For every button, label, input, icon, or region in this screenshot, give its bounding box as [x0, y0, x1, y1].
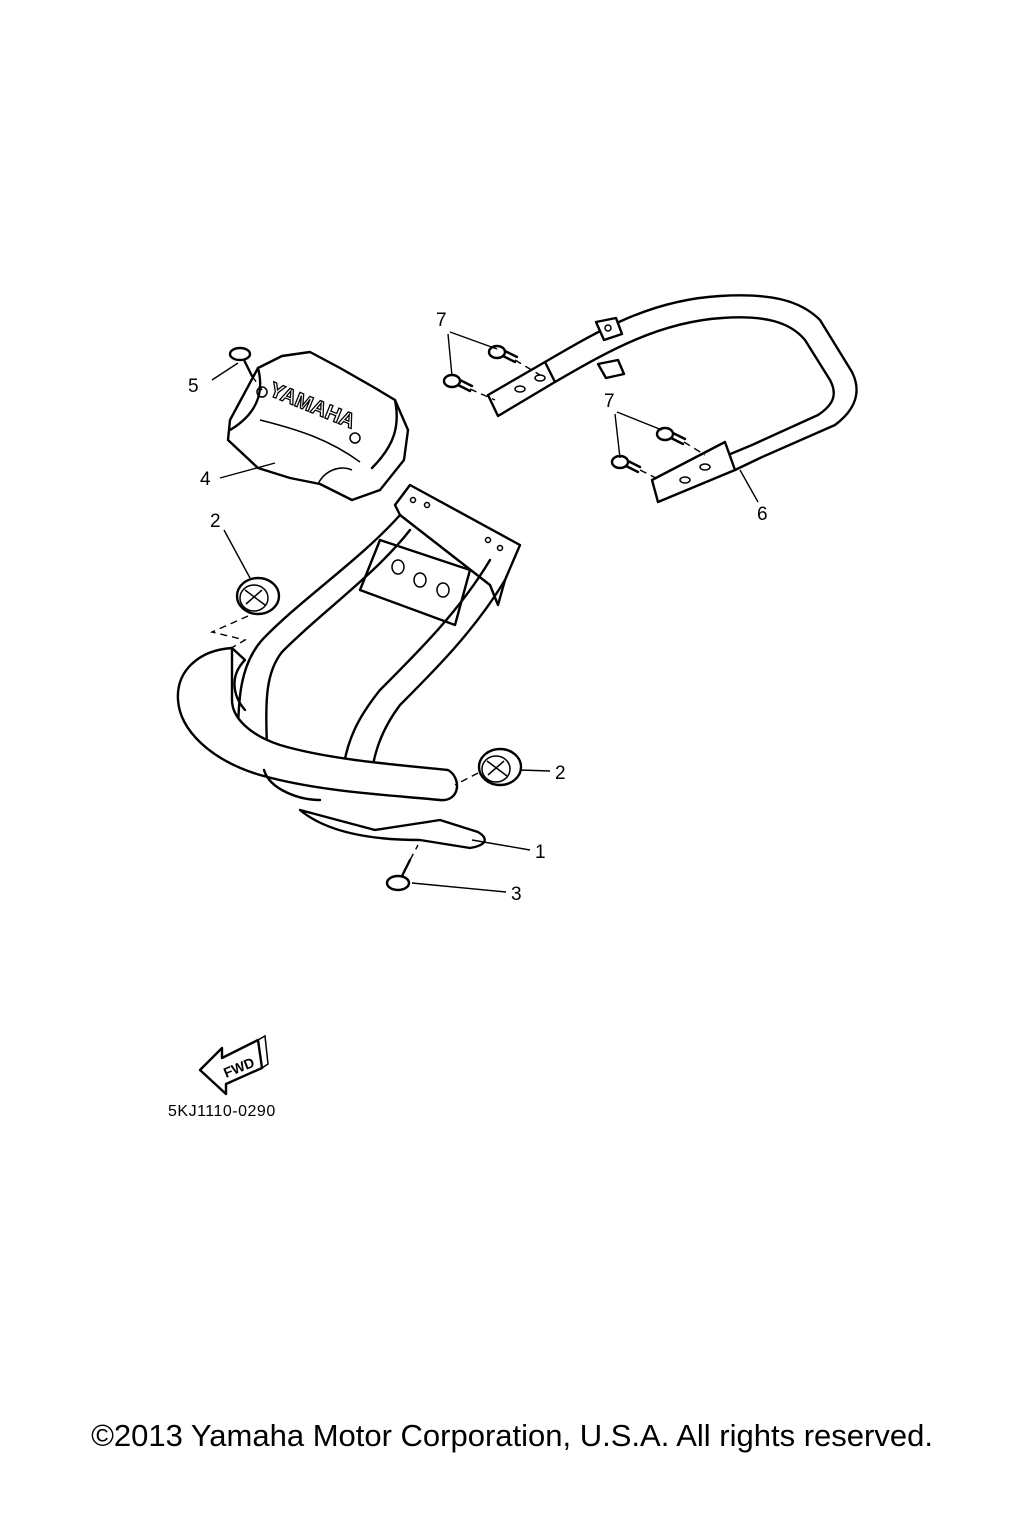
bolt-icon	[610, 454, 642, 474]
front-guard	[176, 483, 522, 850]
callout-1: 1	[535, 842, 546, 863]
fwd-arrow-icon: FWD	[198, 1034, 269, 1096]
callout-2-lower: 2	[555, 763, 566, 784]
grommet-2-lower	[477, 747, 523, 787]
callout-5: 5	[188, 376, 199, 397]
bolt-icon	[487, 344, 519, 364]
leaders	[211, 331, 759, 893]
rear-grab-bar	[486, 294, 858, 504]
callout-2-upper: 2	[210, 511, 221, 532]
grommet-2-upper	[235, 576, 281, 616]
bolt-3	[385, 844, 419, 892]
bolt-icon	[442, 373, 474, 393]
front-cover: YAMAHA	[226, 350, 410, 502]
callout-7-left: 7	[436, 310, 447, 331]
bolts-7	[442, 344, 706, 481]
callout-4: 4	[200, 469, 211, 490]
callout-3: 3	[511, 884, 522, 905]
bolt-icon	[655, 426, 687, 446]
screw-5	[228, 346, 263, 391]
copyright-notice: ©2013 Yamaha Motor Corporation, U.S.A. A…	[91, 1418, 933, 1453]
callout-7-right: 7	[604, 391, 615, 412]
callout-6: 6	[757, 504, 768, 525]
diagram-code: 5KJ1110-0290	[168, 1103, 276, 1120]
